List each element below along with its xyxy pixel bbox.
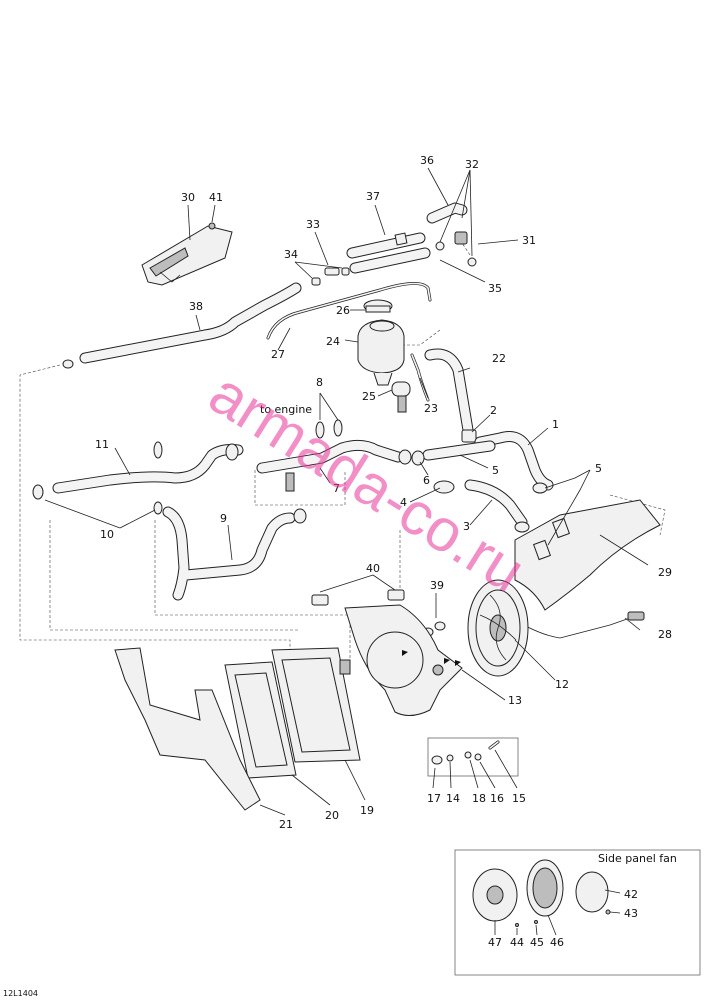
part-29-side-panel <box>514 499 661 611</box>
callout-5: 5 <box>492 464 499 477</box>
leader-lines <box>44 167 649 936</box>
callout-20: 20 <box>325 809 339 822</box>
callout-6: 6 <box>423 474 430 487</box>
callout-29: 29 <box>658 566 672 579</box>
part-3-hose <box>464 479 530 533</box>
callout-14: 14 <box>446 792 460 805</box>
callout-4: 4 <box>400 496 407 509</box>
callout-47: 47 <box>488 936 502 949</box>
callout-13: 13 <box>508 694 522 707</box>
part-27-thin-hose <box>266 282 432 340</box>
parts-14-18-hardware <box>427 737 519 777</box>
callout-26: 26 <box>336 304 350 317</box>
callout-11: 11 <box>95 438 109 451</box>
part-36-32-31-fittings <box>426 202 477 267</box>
callout-35: 35 <box>488 282 502 295</box>
callout-37: 37 <box>366 190 380 203</box>
callout-23: 23 <box>424 402 438 415</box>
part-2-connector <box>461 429 477 443</box>
callout-44: 44 <box>510 936 524 949</box>
callout-12: 12 <box>555 678 569 691</box>
callout-38: 38 <box>189 300 203 313</box>
part-23-hose <box>410 353 430 402</box>
part-21-panel <box>114 647 261 811</box>
part-12-fan <box>467 579 529 677</box>
callout-45: 45 <box>530 936 544 949</box>
callout-42: 42 <box>624 888 638 901</box>
inset-title: Side panel fan <box>598 852 677 865</box>
part-19-radiator <box>271 647 361 763</box>
part-9-hose <box>162 506 307 601</box>
part-5-6-clamps <box>411 440 548 494</box>
callout-15: 15 <box>512 792 526 805</box>
callout-10: 10 <box>100 528 114 541</box>
callout-22: 22 <box>492 352 506 365</box>
callout-labels: 1 2 3 4 5 5 6 7 8 9 10 11 12 13 14 15 16… <box>95 154 672 949</box>
callout-40: 40 <box>366 562 380 575</box>
part-28-cable <box>514 611 645 639</box>
part-7-pipe <box>256 439 412 492</box>
callout-18: 18 <box>472 792 486 805</box>
callout-9: 9 <box>220 512 227 525</box>
callout-27: 27 <box>271 348 285 361</box>
callout-3: 3 <box>463 520 470 533</box>
callout-46: 46 <box>550 936 564 949</box>
callout-43: 43 <box>624 907 638 920</box>
callout-7: 7 <box>333 482 340 495</box>
callout-33: 33 <box>306 218 320 231</box>
callout-16: 16 <box>490 792 504 805</box>
part-1-hose <box>474 431 554 491</box>
part-30-bracket <box>141 222 233 286</box>
callout-28: 28 <box>658 628 672 641</box>
part-33-34-fittings <box>311 267 350 286</box>
to-engine-note: to engine <box>260 403 312 416</box>
inset-side-panel-fan <box>454 849 701 976</box>
callout-36: 36 <box>420 154 434 167</box>
figure-code: 12L1404 <box>3 989 38 998</box>
part-20-frame <box>224 661 297 779</box>
part-38-long-hose <box>62 282 302 369</box>
part-13-fan-shroud <box>344 604 463 716</box>
callout-34: 34 <box>284 248 298 261</box>
callout-41: 41 <box>209 191 223 204</box>
callout-31: 31 <box>522 234 536 247</box>
callout-32: 32 <box>465 158 479 171</box>
part-26-cap <box>363 299 393 313</box>
part-35-hose <box>349 247 431 274</box>
callout-2: 2 <box>490 404 497 417</box>
callout-21: 21 <box>279 818 293 831</box>
callout-5: 5 <box>595 462 602 475</box>
callout-24: 24 <box>326 335 340 348</box>
part-11-hose <box>52 441 244 494</box>
callout-25: 25 <box>362 390 376 403</box>
part-24-reservoir <box>357 319 405 386</box>
callout-39: 39 <box>430 579 444 592</box>
part-25-drain-fitting <box>391 381 411 413</box>
callout-19: 19 <box>360 804 374 817</box>
callout-1: 1 <box>552 418 559 431</box>
part-10-clamps <box>32 484 163 515</box>
callout-8: 8 <box>316 376 323 389</box>
callout-17: 17 <box>427 792 441 805</box>
part-37-hose <box>346 232 426 259</box>
direction-arrows <box>402 650 461 666</box>
callout-30: 30 <box>181 191 195 204</box>
part-22-hose <box>424 348 474 436</box>
